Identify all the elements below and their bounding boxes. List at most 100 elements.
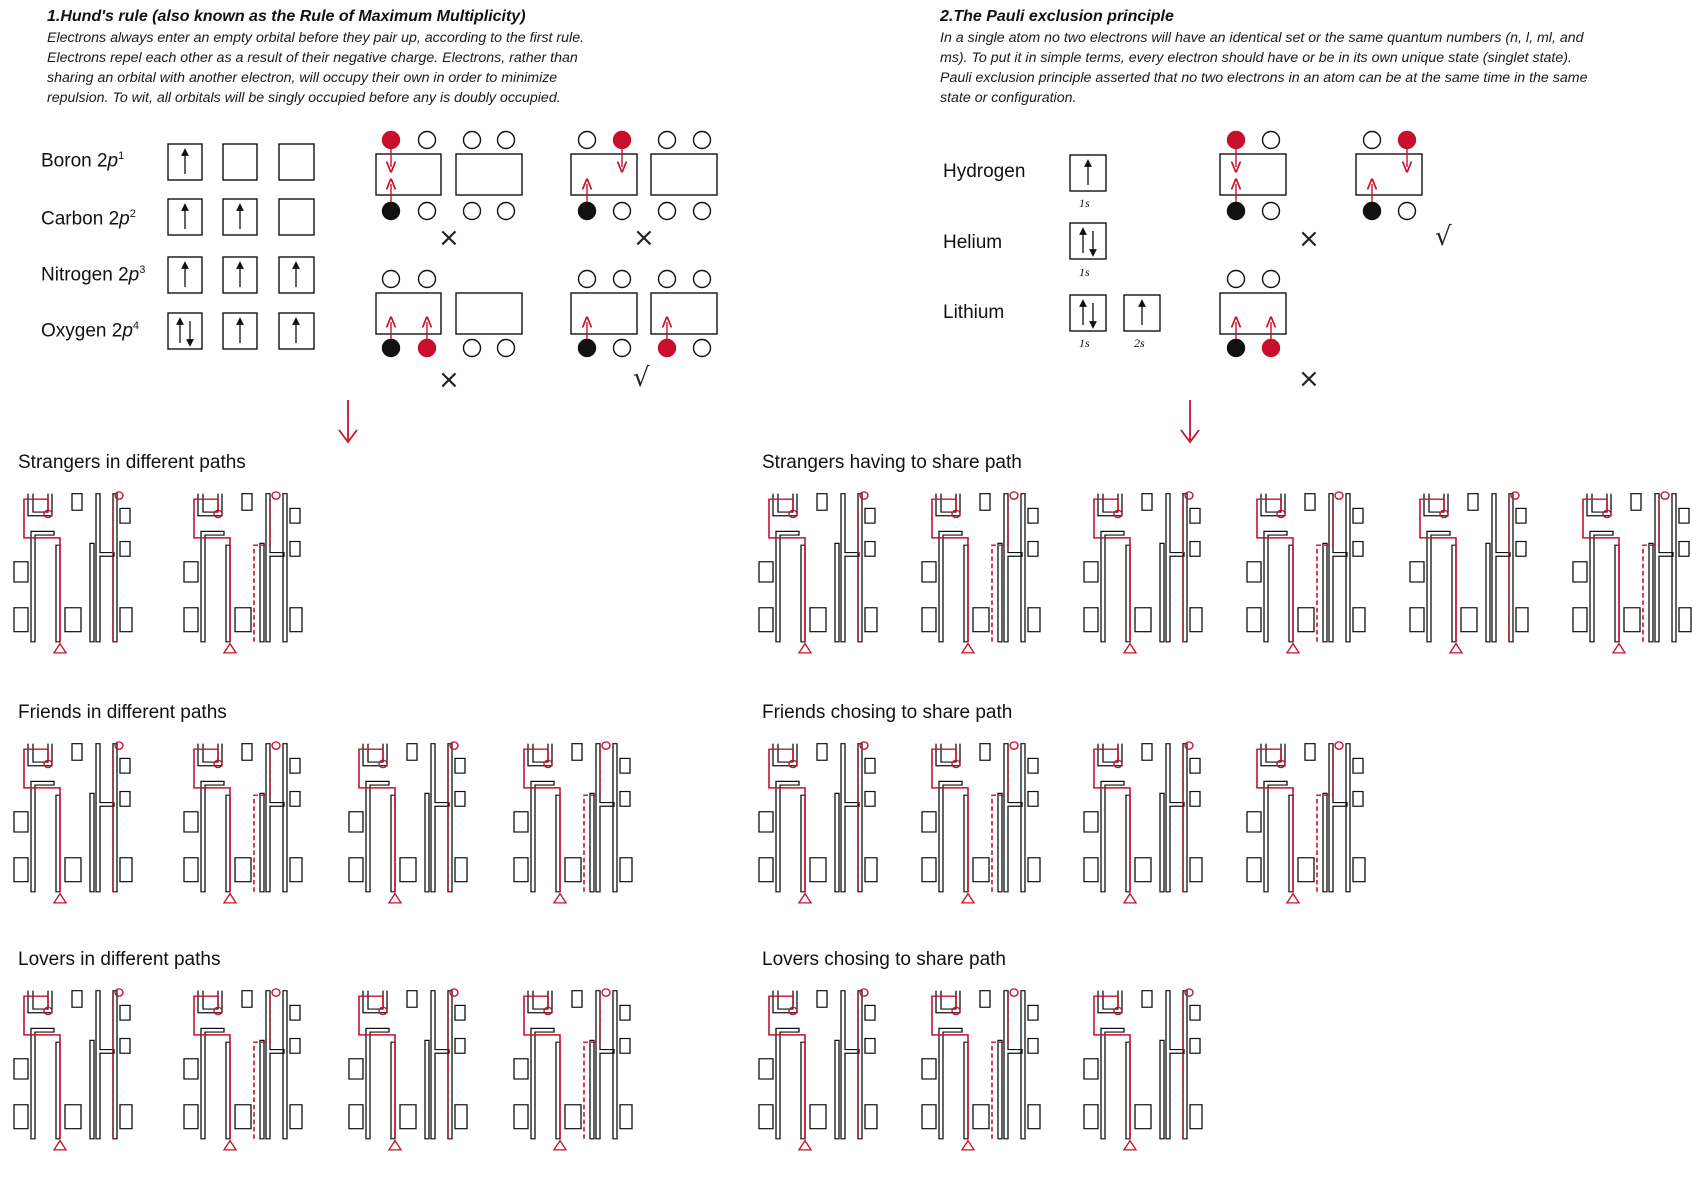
end-circle [271, 988, 281, 997]
floor-plan [183, 988, 303, 1151]
verdict-mark: √ [633, 363, 650, 393]
floor-plan [1409, 491, 1529, 654]
path-line-solid [1419, 498, 1457, 642]
path-line-dashed [1316, 749, 1334, 892]
end-circle [1276, 509, 1286, 519]
start-triangle [52, 892, 68, 904]
section-down-arrow [1180, 400, 1200, 444]
element-label-carbon: Carbon 2p2 [41, 208, 136, 230]
hund-line: Electrons always enter an empty orbital … [47, 30, 585, 46]
element-label-hydrogen: Hydrogen [943, 161, 1026, 182]
pauli-line: Pauli exclusion principle asserted that … [940, 70, 1588, 86]
hund-pair-diagram-1 [375, 130, 523, 221]
path-line-dashed [991, 499, 1009, 642]
end-circle [1602, 509, 1612, 519]
orbital-label-1s: 1s [1079, 336, 1090, 350]
category-lovers-different: Lovers in different paths [18, 949, 221, 970]
end-circle [1334, 491, 1344, 500]
end-circle [449, 988, 459, 997]
pauli-line: In a single atom no two electrons will h… [940, 30, 1584, 46]
verdict-mark: √ [1435, 222, 1452, 252]
start-triangle [1122, 1139, 1138, 1151]
path-line-solid [23, 995, 61, 1139]
end-circle [1334, 741, 1344, 750]
end-circle [601, 988, 611, 997]
path-line-dashed [253, 499, 271, 642]
floor-plan [183, 741, 303, 904]
category-strangers-share: Strangers having to share path [762, 452, 1022, 473]
end-circle [114, 491, 124, 500]
verdict-mark: × [1298, 364, 1320, 394]
end-circle [859, 988, 869, 997]
floor-plan [13, 741, 133, 904]
start-triangle [797, 1139, 813, 1151]
end-circle [1113, 1006, 1123, 1016]
start-triangle [960, 892, 976, 904]
path-line-solid [193, 995, 231, 1139]
floor-plan [1246, 741, 1366, 904]
start-triangle [222, 892, 238, 904]
hund-orbital-boxes [167, 143, 315, 350]
end-circle [1660, 491, 1670, 500]
end-circle [271, 741, 281, 750]
path-line-dashed [253, 749, 271, 892]
pauli-pair-diagram-1 [1219, 130, 1287, 221]
floor-plan [1083, 988, 1203, 1151]
path-line-dashed [1642, 499, 1660, 642]
path-line-solid [193, 748, 231, 892]
floor-plan [921, 491, 1041, 654]
floor-plan [13, 988, 133, 1151]
end-circle [788, 1006, 798, 1016]
end-circle [1439, 509, 1449, 519]
path-line-solid [523, 995, 561, 1139]
path-line-solid [768, 995, 806, 1139]
end-circle [1276, 759, 1286, 769]
floor-plan [1246, 491, 1366, 654]
end-circle [951, 1006, 961, 1016]
path-line-solid [931, 748, 969, 892]
start-triangle [222, 642, 238, 654]
path-line-solid [768, 748, 806, 892]
path-line-solid [1093, 498, 1131, 642]
pauli-line: state or configuration. [940, 90, 1077, 106]
start-triangle [1122, 642, 1138, 654]
floor-plan [183, 491, 303, 654]
path-line-solid [358, 995, 396, 1139]
floor-plan [513, 988, 633, 1151]
end-circle [1184, 491, 1194, 500]
start-triangle [222, 1139, 238, 1151]
path-line-dashed [583, 749, 601, 892]
end-circle [859, 741, 869, 750]
end-circle [271, 491, 281, 500]
start-triangle [1122, 892, 1138, 904]
path-line-dashed [1316, 499, 1334, 642]
start-triangle [960, 1139, 976, 1151]
end-circle [1184, 741, 1194, 750]
element-label-helium: Helium [943, 232, 1003, 253]
floor-plan [921, 741, 1041, 904]
end-circle [1510, 491, 1520, 500]
end-circle [449, 741, 459, 750]
end-circle [1009, 491, 1019, 500]
verdict-mark: × [1298, 224, 1320, 254]
end-circle [43, 759, 53, 769]
floor-plan [758, 988, 878, 1151]
start-triangle [1285, 892, 1301, 904]
floor-plan [758, 741, 878, 904]
start-triangle [552, 1139, 568, 1151]
floor-plan [1083, 491, 1203, 654]
end-circle [213, 509, 223, 519]
start-triangle [52, 642, 68, 654]
path-line-solid [1256, 748, 1294, 892]
verdict-mark: × [438, 223, 460, 253]
element-label-lithium: Lithium [943, 302, 1005, 323]
end-circle [788, 509, 798, 519]
path-line-solid [1093, 748, 1131, 892]
pauli-description: In a single atom no two electrons will h… [940, 28, 1660, 108]
end-circle [213, 759, 223, 769]
floor-plan [348, 988, 468, 1151]
floor-plan [513, 741, 633, 904]
floor-plan [921, 988, 1041, 1151]
verdict-mark: × [438, 365, 460, 395]
